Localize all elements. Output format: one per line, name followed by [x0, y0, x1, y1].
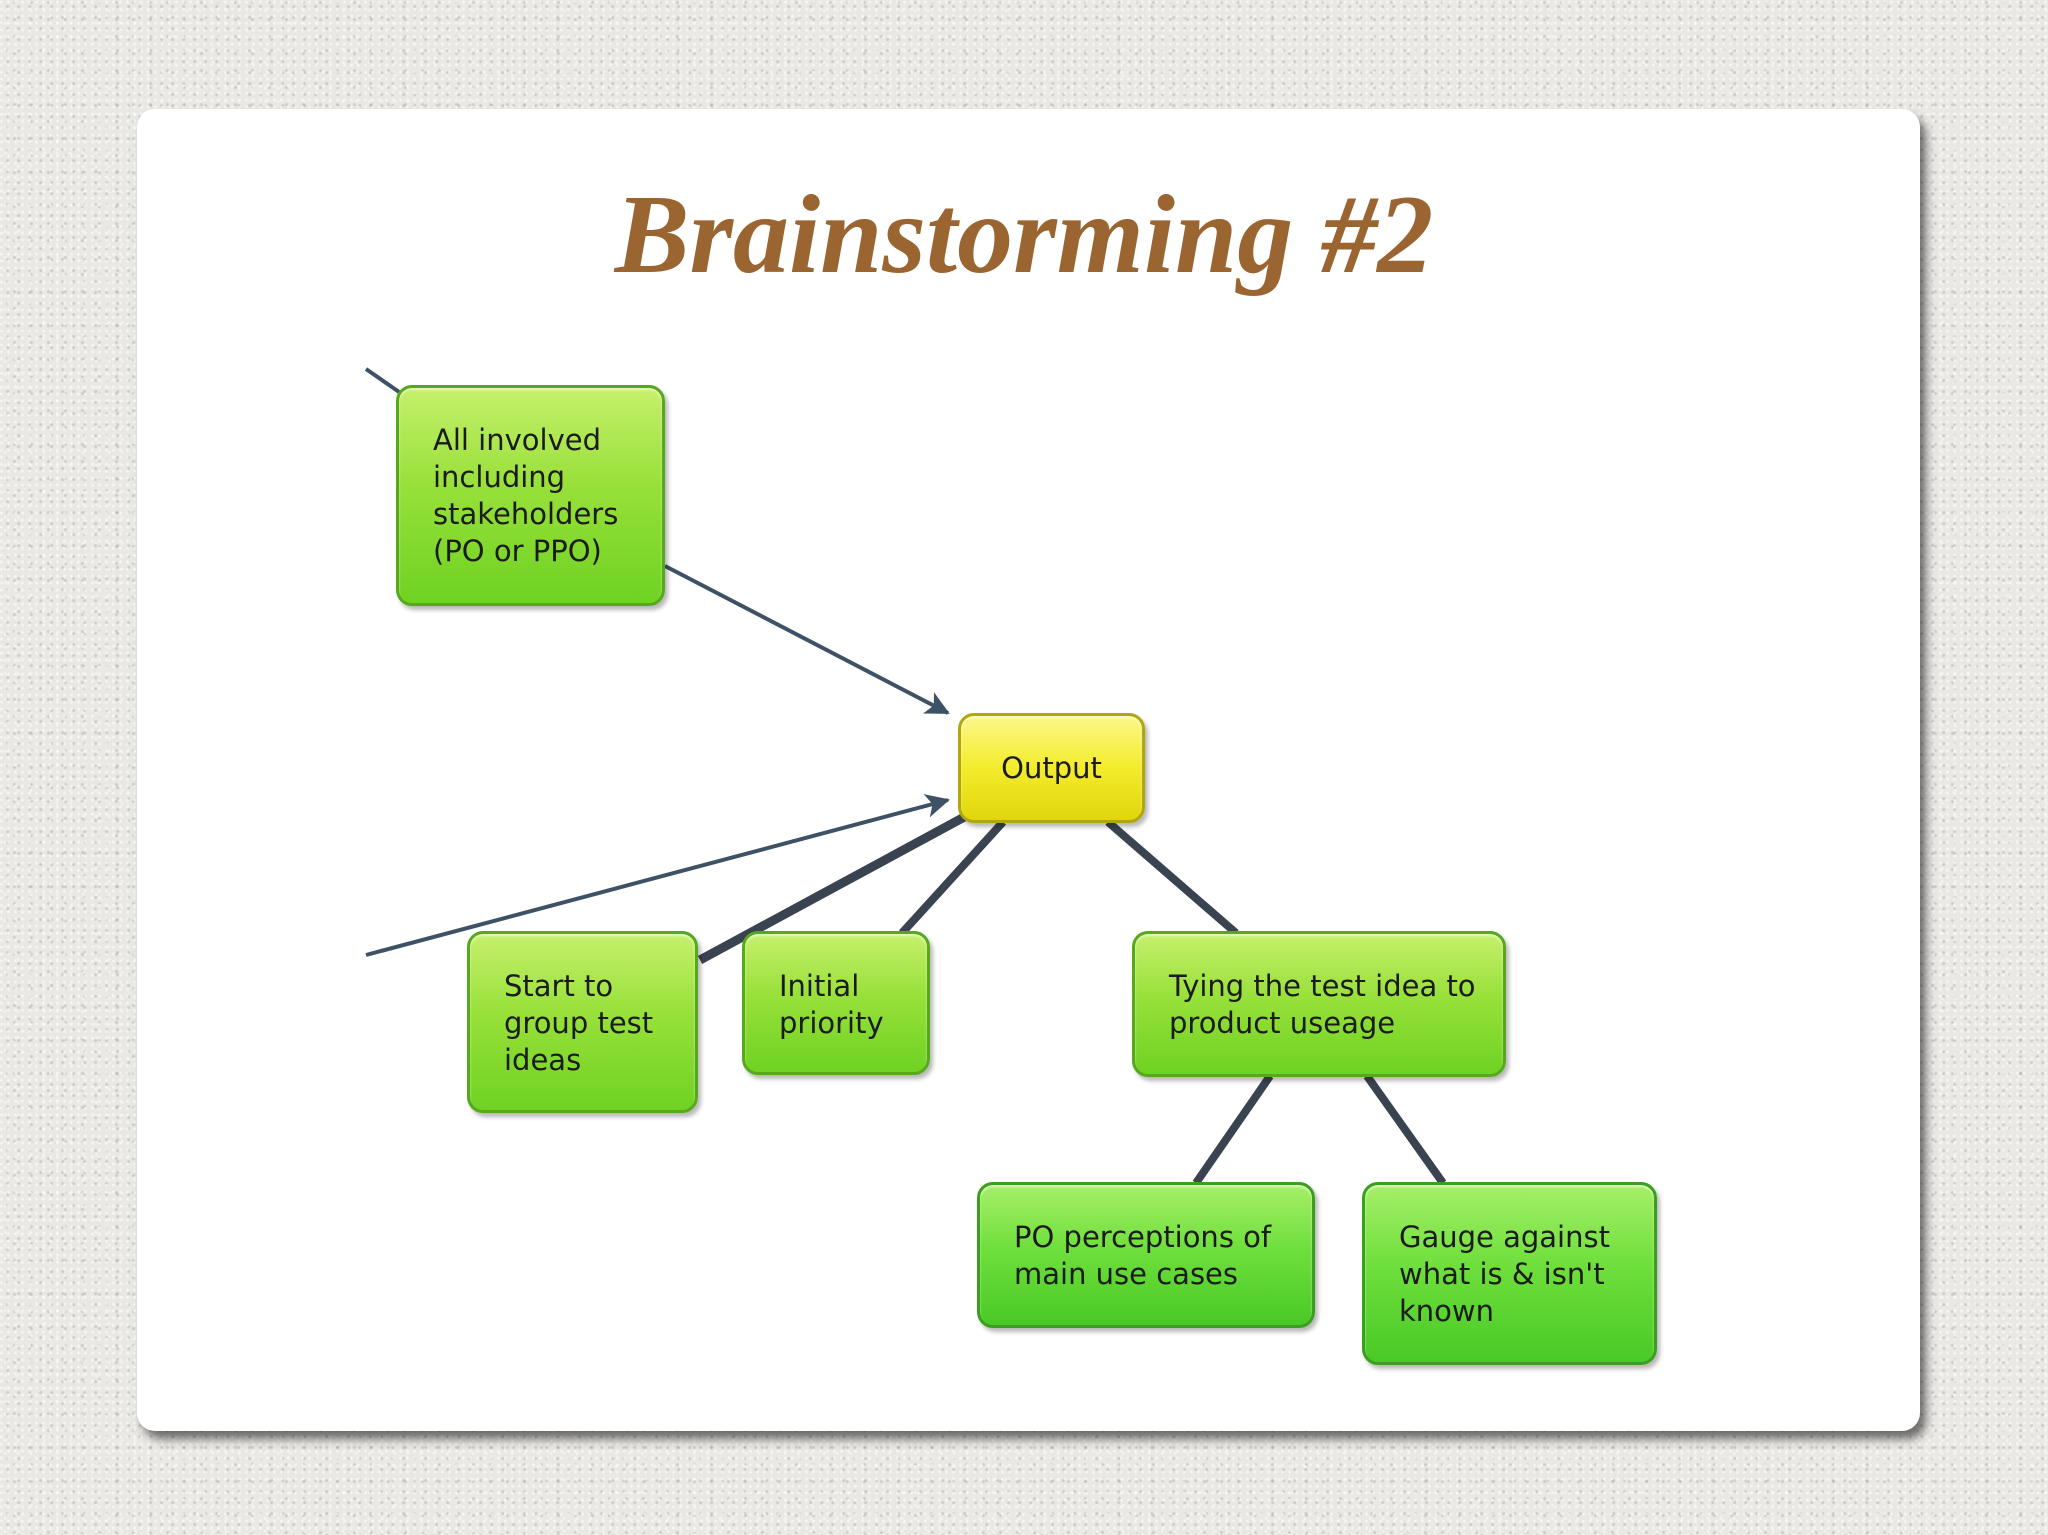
node-output: Output — [958, 713, 1145, 823]
node-all-involved: All involved including stakeholders (PO … — [396, 385, 665, 606]
node-po-perceptions: PO perceptions of main use cases — [977, 1182, 1315, 1328]
node-initial-priority: Initial priority — [742, 931, 930, 1075]
node-start-group: Start to group test ideas — [467, 931, 698, 1113]
slide-title: Brainstorming #2 — [614, 173, 1434, 297]
node-gauge: Gauge against what is & isn't known — [1362, 1182, 1657, 1365]
node-tying: Tying the test idea to product useage — [1132, 931, 1506, 1077]
